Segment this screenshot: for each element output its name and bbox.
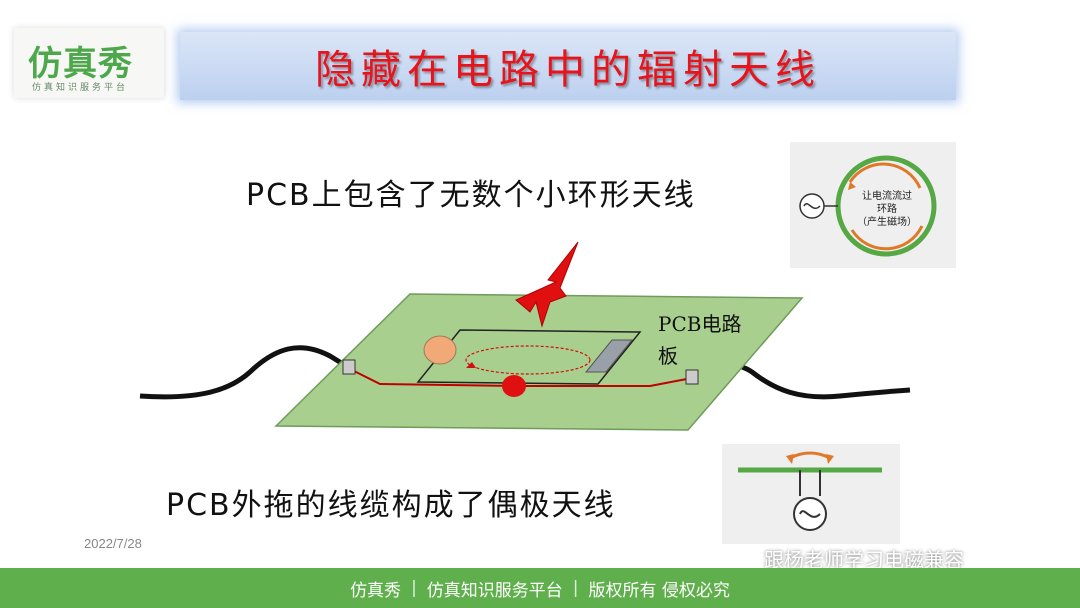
inset-loop-line2: 环路 xyxy=(877,204,897,215)
wechat-icon xyxy=(727,548,757,569)
caption-loop-antenna: PCB上包含了无数个小环形天线 xyxy=(246,178,696,213)
footer-brand: 仿真秀 xyxy=(350,580,402,601)
component-red xyxy=(502,375,526,397)
logo-tagline: 仿真知识服务平台 xyxy=(32,83,129,93)
inset-loop-line3: （产生磁场） xyxy=(857,217,917,228)
inset-loop-line1: 让电流流过 xyxy=(862,191,912,202)
component-orange xyxy=(423,335,457,365)
inset-dipole-antenna xyxy=(722,444,900,544)
pcb-board xyxy=(274,293,804,431)
logo-name: 仿真秀 xyxy=(28,44,133,84)
connector-right xyxy=(685,369,699,385)
current-arrow xyxy=(466,362,476,368)
footer-platform: 仿真知识服务平台 xyxy=(426,580,563,601)
loop-outline xyxy=(416,329,642,385)
pcb-label-line1: PCB电路 xyxy=(658,312,742,336)
inset-loop-antenna: 让电流流过 环路 （产生磁场） xyxy=(790,142,956,268)
source-icon xyxy=(799,193,825,219)
loop-inset-drawing xyxy=(799,155,937,257)
footer-bar: 仿真秀 | 仿真知识服务平台 | 版权所有 侵权必究 xyxy=(0,568,1080,608)
connector-left xyxy=(342,359,356,375)
footer-separator: | xyxy=(411,578,417,598)
pcb-label-line2: 板 xyxy=(658,344,678,368)
caption-dipole-antenna: PCB外拖的线缆构成了偶极天线 xyxy=(166,488,616,523)
logo: 仿真秀 仿真知识服务平台 xyxy=(14,28,164,98)
slide-title: 隐藏在电路中的辐射天线 xyxy=(315,47,821,93)
title-banner: 隐藏在电路中的辐射天线 xyxy=(180,32,956,100)
radiation-lightning-icon xyxy=(515,241,579,328)
dipole-source-icon xyxy=(793,497,827,531)
current-loop xyxy=(465,345,591,375)
dipole-inset-drawing xyxy=(738,451,882,531)
footer-rights: 版权所有 侵权必究 xyxy=(588,580,730,601)
chip xyxy=(584,339,634,373)
slide-date: 2022/7/28 xyxy=(84,536,142,551)
footer-separator: | xyxy=(572,578,579,598)
